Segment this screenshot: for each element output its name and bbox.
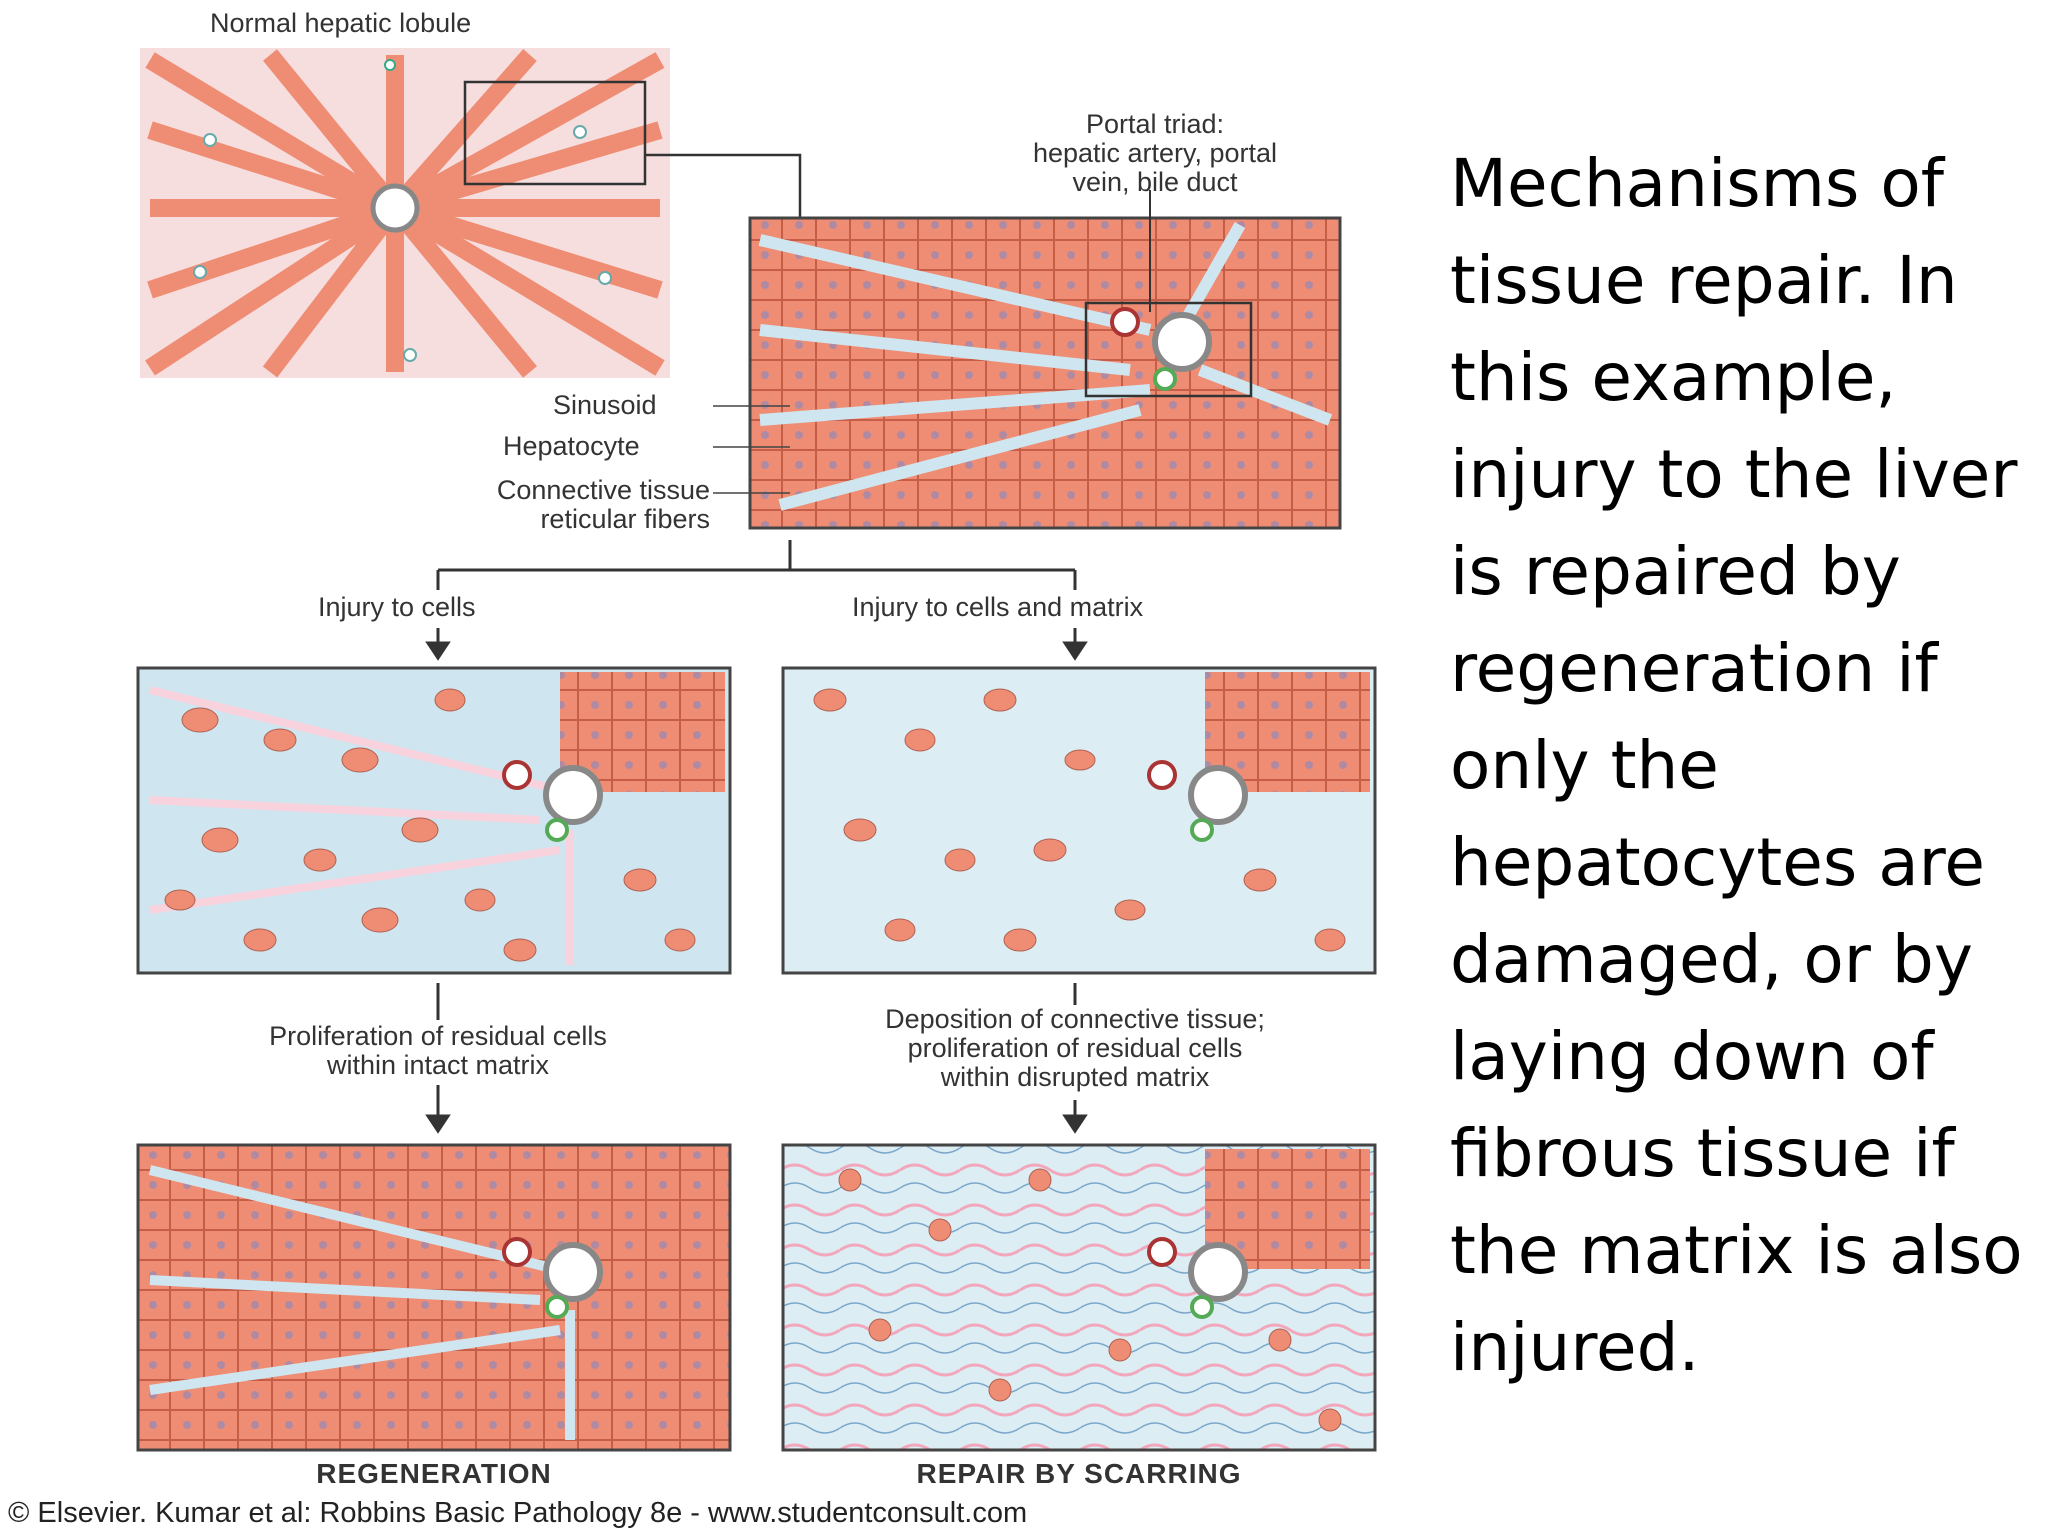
- regeneration-panel: [136, 1143, 732, 1452]
- deposition-label: Deposition of connective tissue; prolife…: [885, 1004, 1265, 1092]
- normal-lobule-label: Normal hepatic lobule: [210, 8, 472, 38]
- proliferation-label: Proliferation of residual cells within i…: [269, 1021, 607, 1080]
- injury-cells-label: Injury to cells: [318, 592, 476, 622]
- scarring-panel: [781, 1143, 1377, 1452]
- hepatocyte-label: Hepatocyte: [503, 431, 640, 461]
- zoom-connector: [645, 153, 802, 218]
- zoomed-normal-panel: [748, 190, 1342, 530]
- portal-triad-label: Portal triad: hepatic artery, portal vei…: [1032, 109, 1278, 197]
- credit-line: © Elsevier. Kumar et al: Robbins Basic P…: [8, 1497, 1028, 1529]
- connective-tissue-label: Connective tissue reticular fibers: [496, 475, 710, 534]
- normal-lobule-panel: [140, 48, 670, 378]
- regeneration-label: REGENERATION: [316, 1458, 552, 1489]
- injury-matrix-panel: [781, 666, 1377, 975]
- middle-arrows: [425, 983, 1088, 1134]
- branch-connector: [425, 540, 1088, 661]
- injury-matrix-label: Injury to cells and matrix: [852, 592, 1144, 622]
- side-description: Mechanisms of tissue repair. In this exa…: [1450, 145, 2023, 1386]
- scarring-label: REPAIR BY SCARRING: [916, 1458, 1242, 1489]
- sinusoid-label: Sinusoid: [553, 390, 657, 420]
- leader-lines: [713, 405, 790, 494]
- injury-cells-panel: [136, 666, 732, 975]
